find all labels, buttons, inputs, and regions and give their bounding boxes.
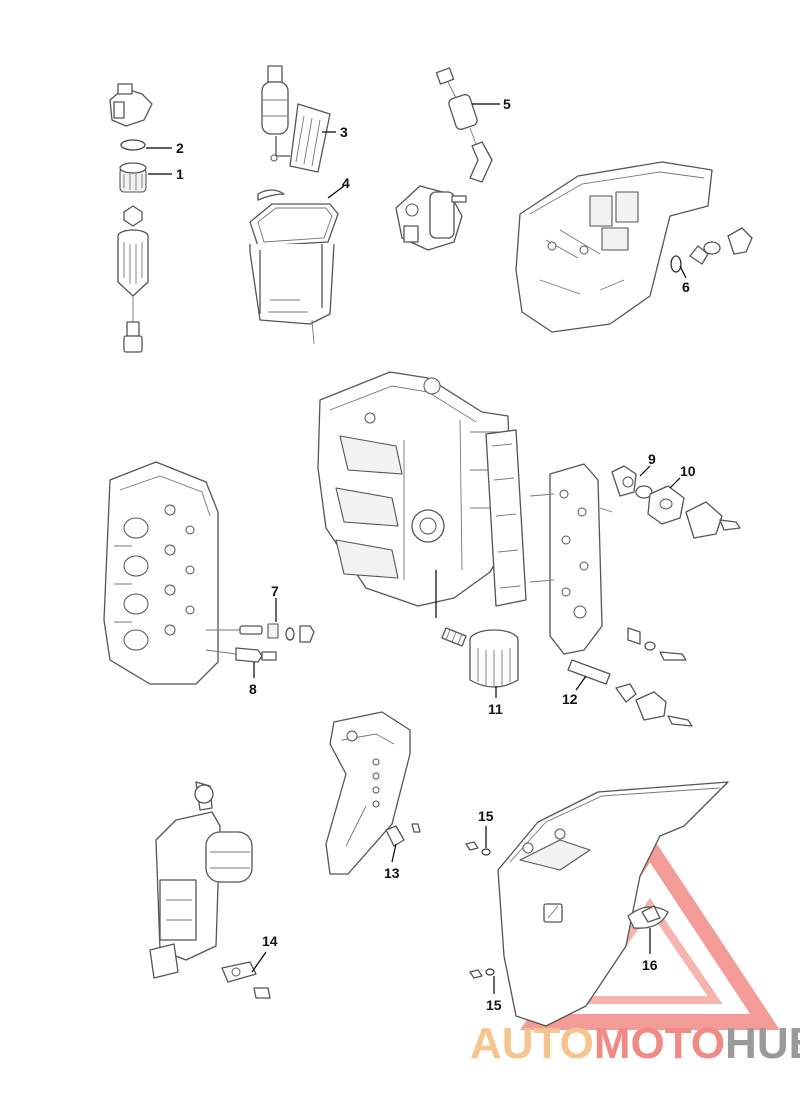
watermark-hub: HUB xyxy=(725,1019,800,1068)
callout-15-bottom: 15 xyxy=(486,997,502,1013)
callout-11: 11 xyxy=(488,701,503,717)
callout-labels: 1 2 3 4 5 6 7 8 9 10 11 12 13 14 15 15 1… xyxy=(176,96,696,1013)
driveshaft-housing xyxy=(497,781,729,1027)
callout-15-top: 15 xyxy=(478,808,494,824)
callout-7: 7 xyxy=(271,583,279,599)
callout-3: 3 xyxy=(340,124,348,140)
cylinder-block-side-plate xyxy=(529,463,613,655)
callout-1: 1 xyxy=(176,166,184,182)
callout-14: 14 xyxy=(262,933,278,949)
temperature-sensor-parts xyxy=(206,623,315,643)
fuel-pump-and-vapor-separator xyxy=(249,65,339,345)
callout-6: 6 xyxy=(682,279,690,295)
callout-2: 2 xyxy=(176,140,184,156)
screw-15-bottom xyxy=(469,968,495,979)
callout-4: 4 xyxy=(342,175,350,191)
callout-5: 5 xyxy=(503,96,511,112)
thermostat-parts xyxy=(611,465,741,539)
spark-plug xyxy=(205,647,277,663)
cylinder-head xyxy=(103,461,219,685)
callout-9: 9 xyxy=(648,451,656,467)
fuel-filter-assembly xyxy=(109,83,153,353)
engine-block xyxy=(317,371,527,618)
oil-filter xyxy=(441,627,519,688)
watermark-moto: MOTO xyxy=(594,1019,725,1068)
power-trim-tilt-unit xyxy=(149,781,271,999)
leader-lines xyxy=(146,103,687,994)
sender-bracket-parts xyxy=(567,627,693,727)
swivel-bracket xyxy=(325,711,421,875)
callout-12: 12 xyxy=(562,691,578,707)
watermark-text: AUTOMOTOHUB xyxy=(470,1019,800,1068)
fuel-line-filter-and-pump xyxy=(395,67,493,251)
svg-text:AUTOMOTOHUB: AUTOMOTOHUB xyxy=(470,1019,800,1068)
screw-15-top xyxy=(465,841,491,856)
adapter-plate-housing xyxy=(515,161,753,333)
callout-8: 8 xyxy=(249,681,257,697)
callout-16: 16 xyxy=(642,957,658,973)
callout-13: 13 xyxy=(384,865,400,881)
watermark-auto: AUTO xyxy=(470,1019,594,1068)
callout-10: 10 xyxy=(680,463,696,479)
